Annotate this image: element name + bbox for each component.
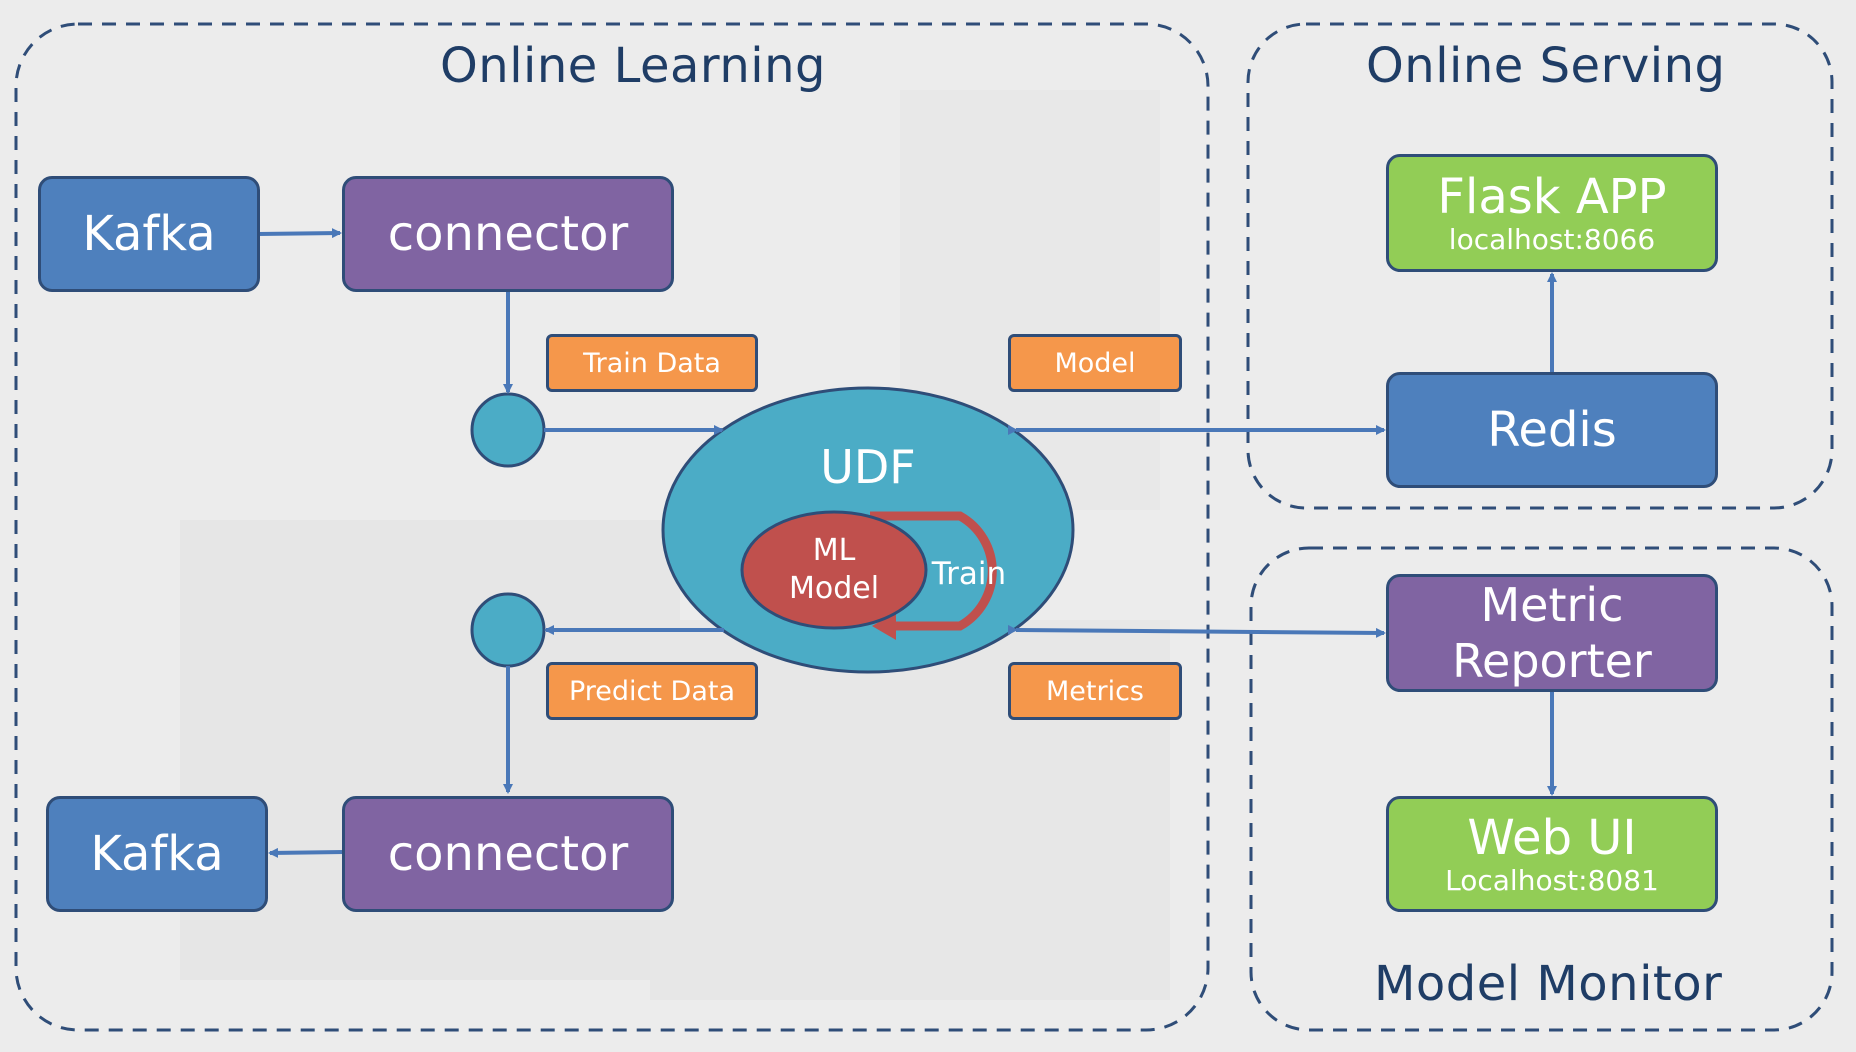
web-ui-address: Localhost:8081 [1445,864,1659,897]
redis-label: Redis [1487,402,1617,458]
metric-reporter-node: Metric Reporter [1386,574,1718,692]
train-label: Train [931,556,1007,592]
kafka-output-node: Kafka [46,796,268,912]
train-loop-arrowhead [872,612,896,640]
ml-model-line2: Model [788,571,880,606]
udf-label: UDF [820,440,916,494]
kafka-output-label: Kafka [90,826,224,882]
online-serving-group [1246,22,1834,510]
arrow-kafka-to-connector [257,228,342,239]
model-monitor-title: Model Monitor [1374,956,1723,1012]
train-loop [870,511,997,631]
web-ui-label: Web UI [1467,810,1637,866]
ml-model-line1: ML [812,533,856,568]
model-tag: Model [1008,334,1182,392]
predict-junction [470,592,546,668]
kafka-input-label: Kafka [82,206,216,262]
web-ui-node: Web UI Localhost:8081 [1386,796,1718,912]
connector-input-node: connector [342,176,674,292]
flask-app-node: Flask APP localhost:8066 [1386,154,1718,272]
arrow-udf-metric-reporter [1007,624,1386,638]
online-serving-title: Online Serving [1366,38,1726,94]
ml-model-ellipse [740,510,928,630]
predict-data-tag: Predict Data [546,662,758,720]
connector-input-label: connector [387,206,629,262]
online-learning-title: Online Learning [440,38,826,94]
train-data-tag: Train Data [546,334,758,392]
flask-app-address: localhost:8066 [1448,223,1656,256]
flask-app-label: Flask APP [1437,169,1667,225]
metrics-tag: Metrics [1008,662,1182,720]
connector-output-label: connector [387,826,629,882]
connector-output-node: connector [342,796,674,912]
redis-node: Redis [1386,372,1718,488]
train-junction [470,392,546,468]
ml-model-label: ML Model [764,532,904,608]
metric-reporter-line1: Metric [1480,578,1624,632]
arrow-connector-to-kafka [268,847,345,858]
kafka-input-node: Kafka [38,176,260,292]
online-learning-group [14,22,1210,1032]
metric-reporter-line2: Reporter [1452,634,1652,688]
